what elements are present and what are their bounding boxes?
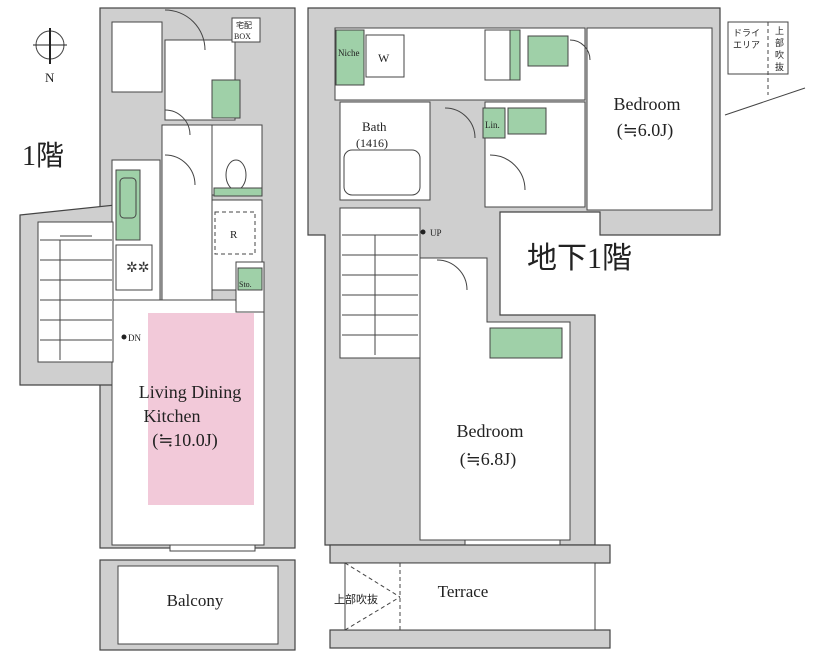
delivery-box-label-1: 宅配 bbox=[236, 20, 252, 30]
ldk-name-2: Kitchen bbox=[144, 406, 201, 426]
compass-icon: N bbox=[33, 28, 67, 85]
dry-area-label-1: ドライ bbox=[733, 28, 760, 39]
refrigerator bbox=[214, 211, 256, 255]
bedroom-b-size: (≒6.8J) bbox=[460, 449, 517, 470]
stairs-down-label: DN bbox=[128, 333, 141, 343]
ldk-size: (≒10.0J) bbox=[152, 430, 218, 451]
dry-area-label-2: エリア bbox=[733, 41, 760, 51]
stove bbox=[115, 244, 153, 291]
terrace-label: Terrace bbox=[438, 582, 489, 601]
burner-icon: ✲✲ bbox=[126, 260, 149, 276]
linen-label: Lin. bbox=[485, 120, 500, 130]
dry-area bbox=[727, 21, 789, 75]
basement-plan: Niche W Bath (1416) Lin. UP Bedroom (≒6.… bbox=[307, 7, 806, 649]
terrace bbox=[344, 562, 596, 631]
storage-label: Sto. bbox=[239, 280, 252, 289]
ldk-name-1: Living Dining bbox=[139, 382, 242, 402]
entrance-door[interactable] bbox=[164, 9, 206, 51]
bathtub bbox=[343, 149, 421, 196]
ldk-area bbox=[148, 313, 254, 505]
floor-label-first: 1階 bbox=[22, 140, 64, 172]
balcony-label: Balcony bbox=[167, 591, 224, 610]
north-label: N bbox=[45, 70, 55, 85]
bath-label: Bath bbox=[362, 119, 387, 134]
bedroom-a-size: (≒6.0J) bbox=[617, 120, 674, 141]
floor-label-basement: 地下1階 bbox=[527, 242, 632, 275]
first-floor-plan: DN 宅配 BOX ✲✲ R Sto. Living Dining Kitche… bbox=[19, 7, 296, 651]
balcony bbox=[117, 565, 279, 645]
bedroom-b-name: Bedroom bbox=[457, 421, 524, 441]
void-label-1: 上 bbox=[775, 26, 784, 37]
stairs-up-label: UP bbox=[430, 228, 442, 238]
stairs-first bbox=[40, 235, 112, 360]
stairs-basement bbox=[342, 234, 418, 355]
void-label-4: 抜 bbox=[775, 61, 784, 73]
washer bbox=[365, 34, 405, 78]
void-label-2: 部 bbox=[775, 37, 784, 49]
refrigerator-label: R bbox=[230, 229, 238, 241]
niche-label: Niche bbox=[338, 48, 360, 58]
void-label-3: 吹 bbox=[775, 49, 784, 61]
delivery-box bbox=[231, 17, 261, 43]
washer-label: W bbox=[378, 51, 390, 65]
bath-size: (1416) bbox=[356, 136, 388, 150]
delivery-box-label-2: BOX bbox=[234, 32, 251, 41]
terrace-void-label: 上部吹抜 bbox=[334, 592, 378, 606]
bedroom-a-name: Bedroom bbox=[614, 94, 681, 114]
